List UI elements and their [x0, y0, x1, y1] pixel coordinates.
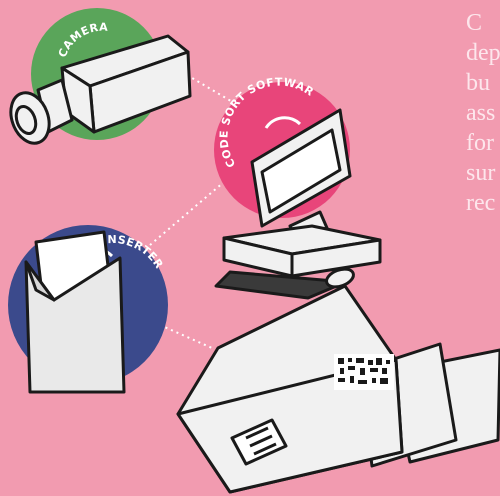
side-text-line: dep	[466, 38, 500, 68]
side-text-line: rec	[466, 188, 500, 218]
side-text-line: for	[466, 128, 500, 158]
side-description-text: C dep bu ass for sur rec	[466, 8, 500, 218]
side-text-line: sur	[466, 158, 500, 188]
connector-inserter-envelope	[160, 325, 212, 348]
side-text-line: bu	[466, 68, 500, 98]
side-text-line: C	[466, 8, 500, 38]
side-text-line: ass	[466, 98, 500, 128]
barcode-icon	[334, 354, 394, 390]
